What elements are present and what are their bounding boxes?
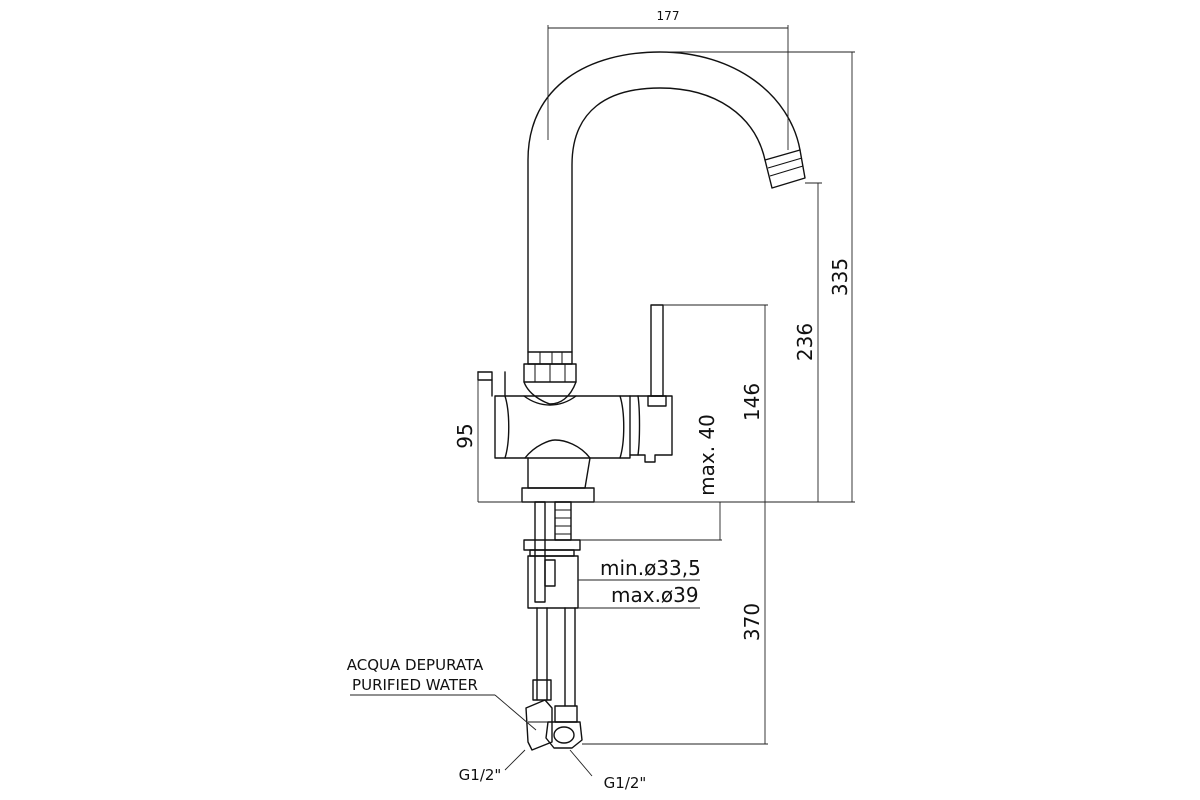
deck-plate [478,487,855,503]
dim-lever-height: 146 [740,383,764,421]
dim-hole-max: max.ø39 [611,583,699,607]
mixer-body [477,304,673,489]
dim-body-height: 95 [453,423,477,448]
underside-fixing [523,501,583,751]
dim-hole-min: min.ø33,5 [600,556,701,580]
dim-hose-length: 370 [740,603,764,641]
label-thread-left: G1/2" [459,766,502,784]
spout-collar [523,351,577,383]
spout [527,51,806,353]
dim-spout-height: 236 [793,323,817,361]
dim-spout-reach: 177 [657,9,680,23]
label-purified-en: PURIFIED WATER [352,676,478,694]
label-thread-right: G1/2" [604,774,647,792]
dim-max-deck: max. 40 [695,414,719,496]
label-purified-it: ACQUA DEPURATA [347,656,484,674]
dimension-lines [350,25,855,777]
dim-total-height: 335 [828,258,852,296]
